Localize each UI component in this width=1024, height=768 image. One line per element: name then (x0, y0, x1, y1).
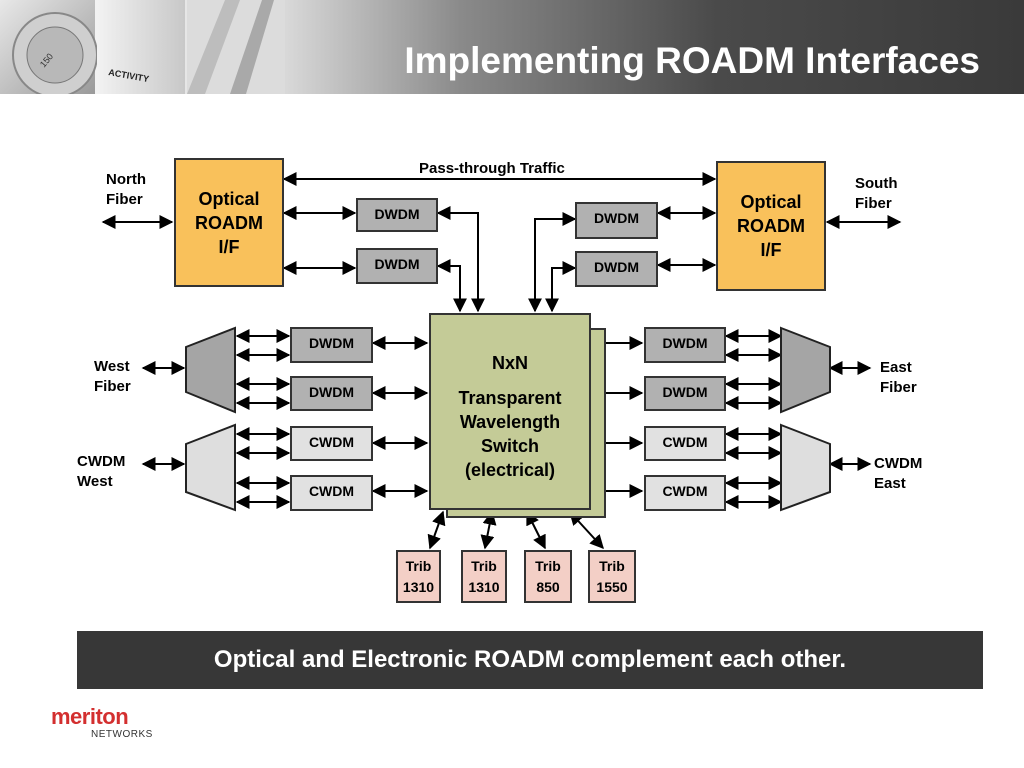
dwdm-top-left-upper: DWDM (356, 198, 438, 232)
header-bar: 150 ACTIVITY (0, 0, 1024, 94)
logo-subtitle: NETWORKS (91, 729, 153, 740)
logo-wordmark: meriton (51, 704, 129, 729)
left-device-3: CWDM (290, 426, 373, 461)
roadm-left: Optical ROADM I/F (174, 158, 284, 287)
switch-desc-line: Wavelength (459, 412, 561, 432)
caption-banner: Optical and Electronic ROADM complement … (77, 631, 983, 689)
caption-text: Optical and Electronic ROADM complement … (213, 646, 847, 673)
east-dwdm-mux (780, 326, 831, 414)
switch-title: NxN (491, 353, 528, 373)
left-device-2: DWDM (290, 376, 373, 411)
page-title: Implementing ROADM Interfaces (404, 40, 980, 81)
right-device-2: DWDM (644, 376, 726, 411)
roadm-right: Optical ROADM I/F (716, 161, 826, 291)
header-photo: 150 ACTIVITY (0, 0, 285, 94)
pass-through-label: Pass-through Traffic (419, 160, 565, 177)
dwdm-top-right-upper: DWDM (575, 202, 658, 239)
switch-desc-line: Transparent (458, 388, 562, 408)
east-cwdm-mux (780, 423, 831, 512)
left-device-4: CWDM (290, 475, 373, 511)
switch-desc-line: (electrical) (464, 460, 556, 480)
left-device-1: DWDM (290, 327, 373, 363)
meriton-logo: meriton NETWORKS (51, 705, 161, 745)
switch-desc-line: Switch (480, 436, 539, 456)
right-device-3: CWDM (644, 426, 726, 461)
right-device-4: CWDM (644, 475, 726, 511)
dwdm-top-left-lower: DWDM (356, 248, 438, 284)
nxn-switch: NxN Transparent Wavelength Switch (elect… (429, 313, 591, 510)
west-dwdm-mux (185, 326, 236, 414)
west-cwdm-mux (185, 423, 236, 512)
right-device-1: DWDM (644, 327, 726, 363)
dwdm-top-right-lower: DWDM (575, 251, 658, 287)
